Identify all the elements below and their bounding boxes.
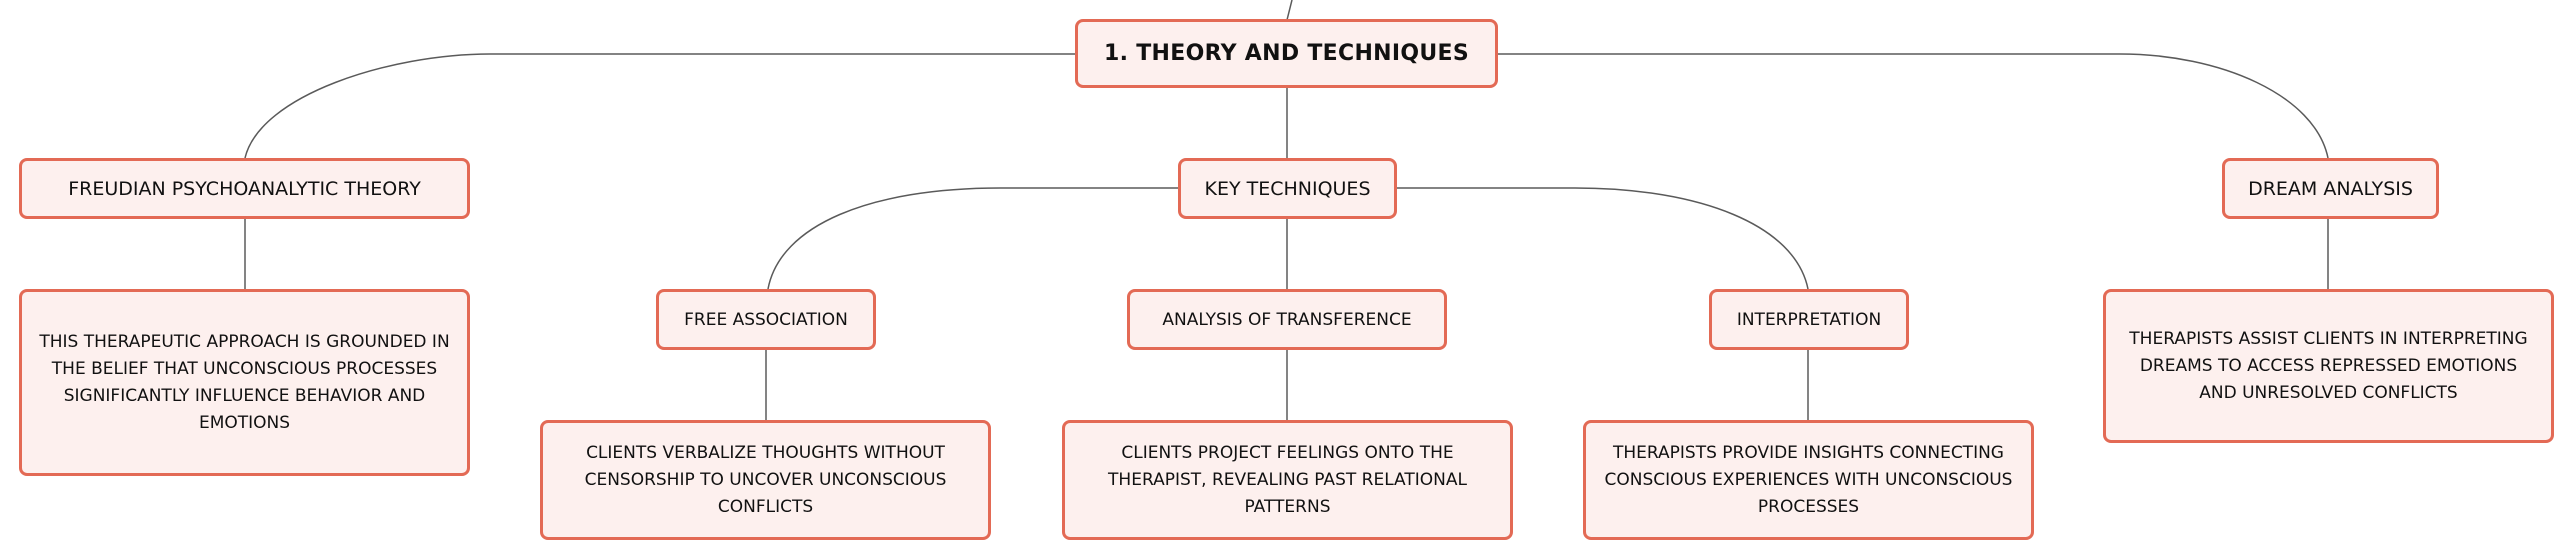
sub-node-label: INTERPRETATION [1736, 309, 1882, 330]
branch-node-dream-analysis[interactable]: DREAM ANALYSIS [2222, 158, 2439, 219]
connector-root-to-freudian [244, 53, 1075, 159]
sub-node-free-association[interactable]: FREE ASSOCIATION [656, 289, 876, 350]
description-node-interpretation[interactable]: THERAPISTS PROVIDE INSIGHTS CONNECTING C… [1583, 420, 2034, 540]
connector-key-to-free-association [767, 187, 1178, 290]
branch-node-key-techniques[interactable]: KEY TECHNIQUES [1178, 158, 1397, 219]
description-node-analysis-of-transference[interactable]: CLIENTS PROJECT FEELINGS ONTO THE THERAP… [1062, 420, 1513, 540]
description-text: THERAPISTS ASSIST CLIENTS IN INTERPRETIN… [2129, 328, 2528, 403]
sub-node-label: ANALYSIS OF TRANSFERENCE [1162, 309, 1412, 330]
description-text: CLIENTS VERBALIZE THOUGHTS WITHOUT CENSO… [584, 442, 947, 517]
description-node-dream-analysis[interactable]: THERAPISTS ASSIST CLIENTS IN INTERPRETIN… [2103, 289, 2554, 443]
branch-node-label: DREAM ANALYSIS [2248, 177, 2413, 200]
description-text: THERAPISTS PROVIDE INSIGHTS CONNECTING C… [1604, 442, 2013, 517]
description-text: THIS THERAPEUTIC APPROACH IS GROUNDED IN… [39, 331, 450, 433]
connector-parent-to-root [1286, 0, 1293, 21]
description-text: CLIENTS PROJECT FEELINGS ONTO THE THERAP… [1108, 442, 1467, 517]
connector-root-to-dream-analysis [1497, 53, 2329, 159]
branch-node-label: FREUDIAN PSYCHOANALYTIC THEORY [68, 177, 421, 200]
sub-node-interpretation[interactable]: INTERPRETATION [1709, 289, 1909, 350]
description-node-free-association[interactable]: CLIENTS VERBALIZE THOUGHTS WITHOUT CENSO… [540, 420, 991, 540]
sub-node-label: FREE ASSOCIATION [684, 309, 848, 330]
branch-node-freudian-theory[interactable]: FREUDIAN PSYCHOANALYTIC THEORY [19, 158, 470, 219]
root-node-label: 1. THEORY AND TECHNIQUES [1104, 41, 1469, 66]
sub-node-analysis-of-transference[interactable]: ANALYSIS OF TRANSFERENCE [1127, 289, 1447, 350]
root-node-theory-and-techniques[interactable]: 1. THEORY AND TECHNIQUES [1075, 19, 1498, 88]
description-node-freudian-theory[interactable]: THIS THERAPEUTIC APPROACH IS GROUNDED IN… [19, 289, 470, 476]
connector-key-to-interpretation [1397, 187, 1809, 290]
branch-node-label: KEY TECHNIQUES [1204, 177, 1371, 200]
